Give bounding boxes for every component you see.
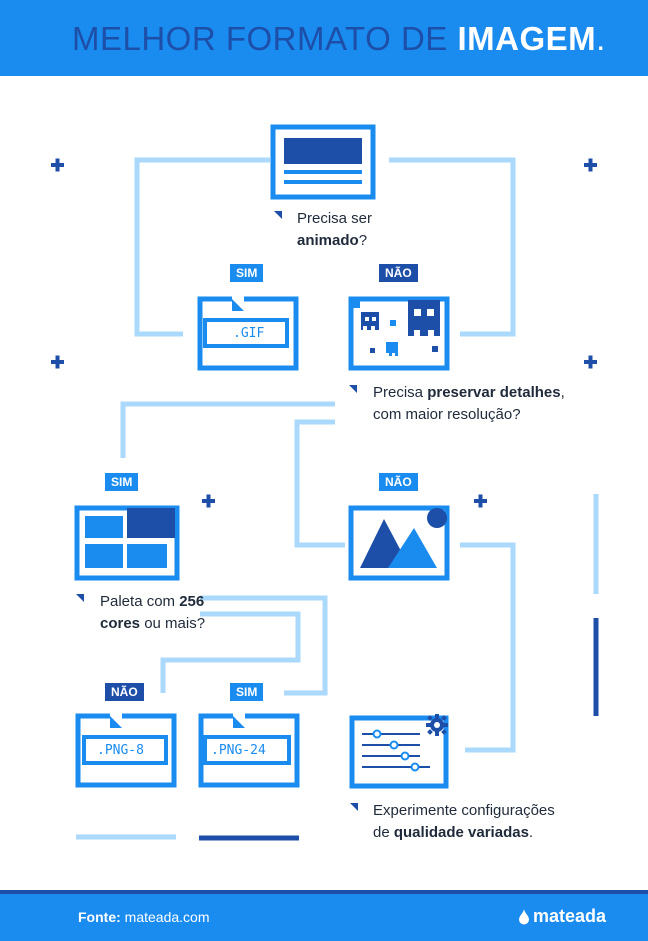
question-animated: Precisa ser animado? <box>297 208 372 252</box>
question-quality: Experimente configurações de qualidade v… <box>373 800 555 844</box>
plus-icon <box>474 494 487 508</box>
connector-to-png24 <box>200 595 328 696</box>
badge-yes-details: SIM <box>105 473 139 491</box>
drop-icon <box>519 908 529 924</box>
source-link[interactable]: mateada.com <box>120 909 210 925</box>
question-details-pre: Precisa <box>373 384 428 401</box>
question-animated-bold: animado <box>297 232 359 249</box>
png24-format-label: .PNG-24 <box>211 743 266 758</box>
landscape-image-icon <box>348 505 450 581</box>
question-palette-bold-number: 256 <box>179 593 205 610</box>
pointer-icon <box>76 594 84 602</box>
gif-file-icon <box>197 296 299 371</box>
question-quality-line2: de qualidade variadas. <box>373 822 555 844</box>
connector-to-settings <box>460 542 516 753</box>
ghost-game-icon <box>348 296 450 371</box>
question-quality-line1: Experimente configurações <box>373 802 555 819</box>
question-quality-end: . <box>528 824 534 841</box>
question-palette-bold-colors: cores <box>100 615 141 632</box>
png8-format-label: .PNG-8 <box>97 743 144 758</box>
badge-no-palette: NÃO <box>105 683 144 701</box>
gear-icon <box>426 714 448 736</box>
dark-bars <box>199 618 599 841</box>
source-credit: Fonte: mateada.com <box>78 909 209 925</box>
plus-icons <box>51 158 597 508</box>
mateada-logo[interactable]: mateada <box>518 906 606 927</box>
question-animated-line1: Precisa ser <box>297 210 373 227</box>
png8-file-icon <box>75 713 177 788</box>
question-quality-pre: de <box>373 824 394 841</box>
pointer-icon <box>349 385 357 393</box>
connector-to-landscape <box>294 419 345 548</box>
connector-to-no-animation <box>389 157 516 337</box>
header-banner: MELHOR FORMATO DE IMAGEM. <box>0 0 648 76</box>
connector-to-png8 <box>160 611 301 693</box>
question-quality-bold: qualidade variadas <box>393 824 529 841</box>
title-bold: IMAGEM <box>457 20 597 57</box>
connector-to-gif <box>134 157 270 337</box>
plus-icon <box>584 158 597 172</box>
badge-yes-palette: SIM <box>230 683 264 701</box>
settings-sliders-icon <box>349 715 449 789</box>
question-details-line2: com maior resolução? <box>373 406 521 423</box>
logo-text: mateada <box>533 906 607 926</box>
plus-icon <box>51 355 64 369</box>
question-animated-line2: animado? <box>297 230 372 252</box>
plus-icon <box>584 355 597 369</box>
pointer-icon <box>350 803 358 811</box>
question-details-line1: Precisa preservar detalhes, <box>373 382 565 404</box>
question-palette-pre: Paleta com <box>100 593 180 610</box>
document-icon <box>270 124 376 200</box>
connector-lines <box>76 157 599 840</box>
page-title: MELHOR FORMATO DE IMAGEM. <box>72 20 606 58</box>
title-regular: MELHOR FORMATO DE <box>72 20 458 57</box>
badge-no-animated: NÃO <box>379 264 418 282</box>
badge-no-details: NÃO <box>379 473 418 491</box>
question-palette-line1: Paleta com 256 <box>100 591 205 613</box>
question-details: Precisa preservar detalhes, com maior re… <box>373 382 565 426</box>
png24-file-icon <box>198 713 300 788</box>
question-details-post: , <box>560 384 565 401</box>
question-palette-line2: cores ou mais? <box>100 613 205 635</box>
source-label: Fonte: <box>78 909 121 925</box>
question-palette-post: ou mais? <box>140 615 206 632</box>
flowchart-graphics <box>51 124 599 841</box>
plus-icon <box>51 158 64 172</box>
question-details-bold: preservar detalhes <box>427 384 561 401</box>
connector-to-palette <box>120 401 335 458</box>
question-palette: Paleta com 256 cores ou mais? <box>100 591 205 635</box>
badge-yes-animated: SIM <box>230 264 264 282</box>
grid-palette-icon <box>74 505 180 581</box>
question-pointers <box>76 211 358 811</box>
gif-format-label: .GIF <box>233 326 265 341</box>
plus-icon <box>202 494 215 508</box>
pointer-icon <box>274 211 282 219</box>
question-animated-end: ? <box>358 232 368 249</box>
title-dot: . <box>596 20 606 57</box>
footer: Fonte: mateada.com mateada <box>0 890 648 941</box>
flowchart: .GIF .PNG-8 .PNG-24 SIM NÃO SIM NÃO NÃO … <box>0 76 648 890</box>
